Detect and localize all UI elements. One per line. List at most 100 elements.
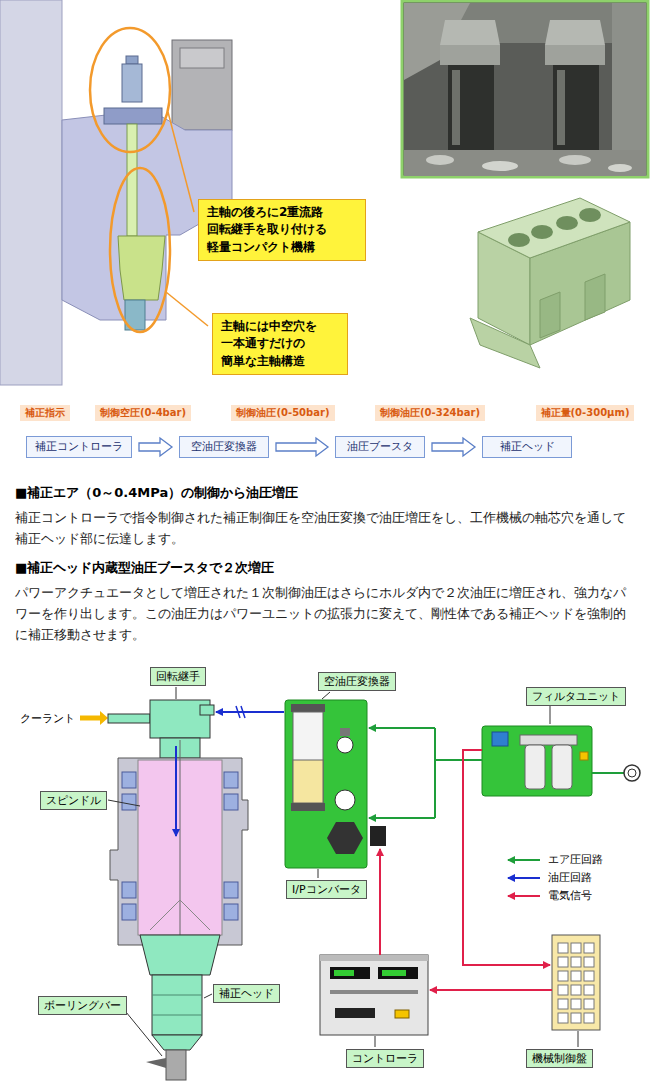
- machining-photo: [545, 45, 605, 65]
- machining-photo: [612, 3, 646, 175]
- spindle-assembly: [80, 700, 248, 1080]
- machine-control-panel: [552, 935, 600, 1030]
- part-label-box: コントローラ: [346, 1049, 424, 1068]
- spindle-head-section: [90, 28, 170, 152]
- machining-photo: [452, 70, 460, 145]
- engine-block: [470, 318, 540, 368]
- inlet-label: クーラント: [20, 711, 75, 726]
- node-text: 回転継手: [156, 669, 200, 684]
- part-label-box: スピンドル: [40, 791, 107, 810]
- spindle-head-section: [122, 64, 142, 102]
- machining-photo: [545, 20, 605, 45]
- part-label-box: 回転継手: [150, 667, 206, 686]
- engine-block: [556, 216, 578, 230]
- spindle-assembly: [100, 711, 108, 725]
- filter-unit: [482, 726, 640, 796]
- legend-samples: [508, 859, 540, 861]
- leader-lines: [318, 869, 319, 878]
- spindle-assembly: [122, 882, 136, 898]
- controller-device: [320, 955, 428, 961]
- legend-samples: [508, 877, 540, 879]
- air-oil-converter: [285, 700, 386, 868]
- air-oil-converter: [291, 704, 325, 712]
- machine-control-panel: [584, 957, 594, 967]
- node-text: 制御油圧(0-50bar): [236, 406, 329, 420]
- controller-device: [330, 990, 418, 994]
- leader-lines: [550, 706, 551, 724]
- machining-photo: [557, 70, 565, 145]
- leader-lines: [375, 1036, 376, 1047]
- callout-box: 主軸の後ろに2重流路 回転継手を取り付ける 軽量コンパクト機構: [198, 199, 366, 261]
- machining-photo: [426, 155, 454, 165]
- spindle-head-section: [110, 168, 170, 332]
- flow-arrow: [139, 438, 172, 456]
- leader-lines: [322, 692, 330, 699]
- circuit-wires: [430, 989, 552, 991]
- spindle-head-section: [0, 0, 62, 385]
- machining-photo: [553, 65, 599, 150]
- circuit-wires: [216, 706, 552, 990]
- body-paragraph: パワーアクチュエータとして増圧された１次制御油圧はさらにホルダ内で２次油圧に増圧…: [15, 582, 637, 645]
- signal-tag: 補正量(0-300μm): [536, 405, 635, 421]
- machining-photo: [402, 1, 648, 177]
- spindle-head-section: [166, 292, 208, 326]
- node-text: 補正コントローラ: [35, 440, 123, 454]
- controller-device: [334, 970, 354, 976]
- spindle-assembly: [224, 772, 238, 788]
- machine-control-panel: [552, 935, 600, 1030]
- process-box: 補正ヘッド: [482, 436, 572, 458]
- spindle-assembly: [150, 900, 210, 930]
- node-text: コントローラ: [352, 1051, 418, 1066]
- machine-control-panel: [558, 971, 568, 981]
- leader-lines: [578, 1031, 579, 1047]
- air-oil-converter: [337, 737, 353, 753]
- spindle-head-section: [172, 40, 232, 130]
- filter-unit: [580, 752, 588, 760]
- section-heading: ■補正エア（0～0.4MPa）の制御から油圧増圧: [15, 484, 298, 502]
- node-text: 空油圧変換器: [324, 674, 390, 689]
- engine-block: [531, 225, 553, 239]
- machine-control-panel: [558, 985, 568, 995]
- spindle-head-section: [126, 56, 138, 64]
- spindle-head-section: [127, 124, 137, 236]
- spindle-assembly: [122, 904, 136, 920]
- controller-device: [335, 1008, 375, 1018]
- spindle-assembly: [180, 740, 181, 935]
- engine-block: [540, 292, 560, 338]
- flow-arrow-shape: [139, 438, 172, 456]
- spindle-assembly: [108, 714, 150, 723]
- callout-box: 主軸には中空穴を 一本通すだけの 簡単な主軸構造: [212, 313, 348, 375]
- machining-photo: [404, 150, 646, 176]
- flow-arrow: [276, 438, 328, 456]
- body-paragraph: 補正コントローラで指令制御された補正制御圧を空油圧変換で油圧増圧をし、工作機械の…: [15, 507, 637, 549]
- controller-device: [395, 1010, 409, 1018]
- process-box: 空油圧変換器: [179, 436, 269, 458]
- machining-photo: [482, 161, 518, 171]
- machine-control-panel: [571, 1013, 581, 1023]
- spindle-assembly: [146, 1058, 166, 1068]
- part-label-box: ボーリングバー: [38, 996, 127, 1015]
- legend-entry: 電気信号: [548, 888, 592, 904]
- filter-unit: [520, 735, 577, 745]
- node-text: 空油圧変換器: [188, 440, 260, 454]
- circuit-wires: [379, 849, 381, 955]
- leader-lines: [176, 687, 177, 699]
- leader-lines: [204, 994, 212, 998]
- node-text: 制御空圧(0-4bar): [100, 406, 186, 420]
- engine-block: [470, 198, 630, 368]
- spindle-assembly: [152, 1015, 202, 1016]
- spindle-assembly: [152, 995, 202, 996]
- node-text: I/Pコンバータ: [292, 882, 361, 897]
- air-oil-converter: [340, 728, 350, 736]
- machine-control-panel: [571, 985, 581, 995]
- filter-unit: [592, 772, 624, 774]
- circuit-wires: [216, 711, 284, 713]
- node-text: 主軸の後ろに2重流路 回転継手を取り付ける 軽量コンパクト機構: [207, 204, 357, 256]
- spindle-assembly: [200, 705, 214, 715]
- process-box: 補正コントローラ: [26, 436, 132, 458]
- legend-samples: [508, 895, 540, 897]
- signal-tag: 制御空圧(0-4bar): [95, 405, 191, 421]
- machine-control-panel: [584, 971, 594, 981]
- machine-control-panel: [558, 957, 568, 967]
